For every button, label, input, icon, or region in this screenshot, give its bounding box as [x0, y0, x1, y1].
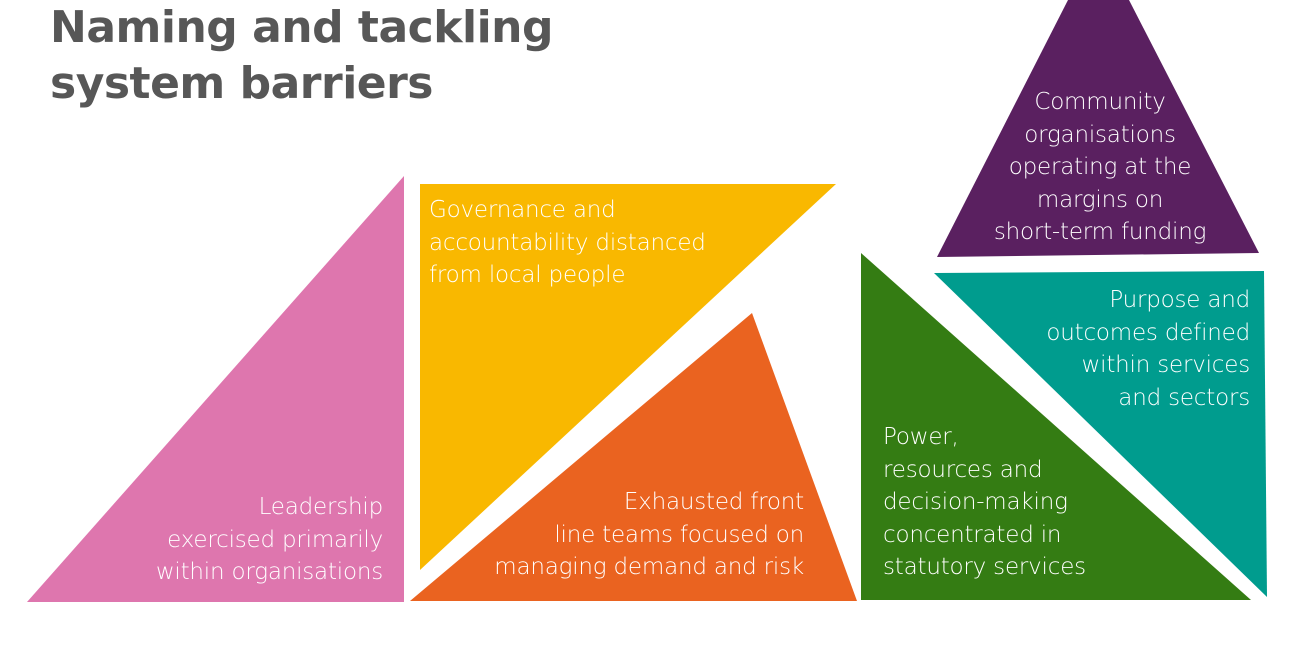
leadership-label-line: exercised primarily — [167, 526, 383, 553]
power-label-line: decision-making — [883, 489, 1068, 515]
governance-label-line: accountability distanced — [429, 229, 706, 256]
power-label-line: resources and — [883, 456, 1043, 483]
purpose-label: Purpose and outcomes defined within serv… — [1046, 284, 1250, 414]
governance-label-line: from local people — [429, 262, 626, 288]
community-label-line: margins on — [1036, 186, 1164, 213]
leadership-label: Leadership exercised primarily within or… — [156, 491, 383, 589]
governance-label: Governance and accountability distanced … — [429, 194, 706, 292]
community-label: Community organisations operating at the… — [960, 86, 1240, 249]
frontline-label: Exhausted front line teams focused on ma… — [494, 486, 804, 584]
frontline-triangle — [410, 313, 857, 601]
power-label: Power, resources and decision-making con… — [883, 421, 1086, 584]
community-label-line: organisations — [1024, 121, 1176, 148]
community-label-line: operating at the — [1008, 154, 1192, 180]
leadership-label-line: within organisations — [155, 559, 383, 585]
power-label-line: concentrated in — [883, 521, 1062, 548]
power-label-line: statutory services — [883, 554, 1086, 580]
community-triangle — [937, 0, 1259, 257]
power-label-line: Power, — [883, 424, 959, 450]
purpose-label-line: within services — [1081, 352, 1251, 378]
purpose-label-line: and sectors — [1118, 384, 1250, 411]
purpose-label-line: Purpose and — [1109, 287, 1250, 313]
purpose-label-line: outcomes defined — [1046, 319, 1250, 346]
page-title: Naming and tackling system barriers — [50, 0, 553, 112]
page-title-line-1: Naming and tackling — [50, 2, 553, 53]
frontline-label-line: Exhausted front — [623, 489, 804, 515]
governance-triangle — [420, 184, 836, 570]
community-label-line: Community — [1034, 89, 1166, 115]
page-title-line-2: system barriers — [50, 58, 433, 109]
power-triangle — [861, 253, 1251, 600]
community-label-line: short-term funding — [993, 219, 1207, 245]
leadership-triangle — [27, 176, 404, 602]
leadership-label-line: Leadership — [258, 494, 384, 520]
frontline-label-line: line teams focused on — [554, 521, 804, 548]
purpose-triangle — [934, 271, 1267, 597]
frontline-label-line: managing demand and risk — [494, 554, 804, 580]
governance-label-line: Governance and — [429, 197, 616, 223]
